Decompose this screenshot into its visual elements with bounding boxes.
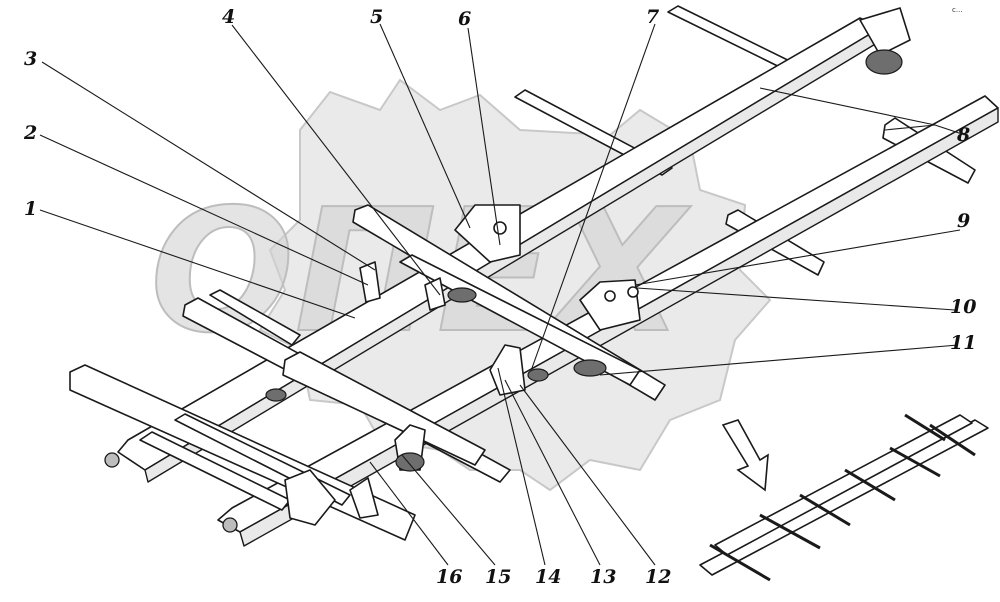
callout-7: 7 xyxy=(646,6,660,28)
callout-8: 8 xyxy=(957,124,971,146)
callout-2: 2 xyxy=(24,122,38,144)
callout-11: 11 xyxy=(950,332,977,354)
pad xyxy=(395,452,425,472)
rear-bracket xyxy=(859,7,911,56)
pad xyxy=(527,368,549,382)
bolt xyxy=(493,221,507,235)
bracket xyxy=(349,477,379,519)
callout-6: 6 xyxy=(458,8,472,30)
mini-crossbars xyxy=(709,413,976,582)
bracket-6 xyxy=(454,204,521,263)
leader-lines xyxy=(39,23,966,566)
callout-10: 10 xyxy=(950,296,977,318)
pad xyxy=(865,49,903,75)
callout-14: 14 xyxy=(535,566,562,588)
pad xyxy=(447,287,477,303)
pad xyxy=(104,452,120,468)
pad xyxy=(573,359,607,377)
callout-13: 13 xyxy=(590,566,617,588)
bolt xyxy=(627,286,639,298)
corner-mark: с... xyxy=(952,6,963,14)
bracket-14 xyxy=(489,344,526,396)
pad xyxy=(222,517,238,533)
mount-pads xyxy=(104,49,903,533)
callout-15: 15 xyxy=(485,566,512,588)
callout-12: 12 xyxy=(645,566,672,588)
bolt xyxy=(604,290,616,302)
callout-9: 9 xyxy=(957,210,971,232)
callout-3: 3 xyxy=(24,48,38,70)
bracket-10 xyxy=(579,279,641,331)
bracket-4 xyxy=(424,277,446,311)
callout-1: 1 xyxy=(24,198,38,220)
callout-5: 5 xyxy=(370,6,384,28)
overview-thumbnail xyxy=(699,413,989,582)
pad xyxy=(265,388,287,402)
arrow-icon xyxy=(721,419,769,492)
callout-4: 4 xyxy=(222,6,236,28)
tow-hook-16 xyxy=(284,469,336,526)
brackets xyxy=(284,7,911,526)
callout-16: 16 xyxy=(436,566,463,588)
bracket-3 xyxy=(359,261,381,303)
